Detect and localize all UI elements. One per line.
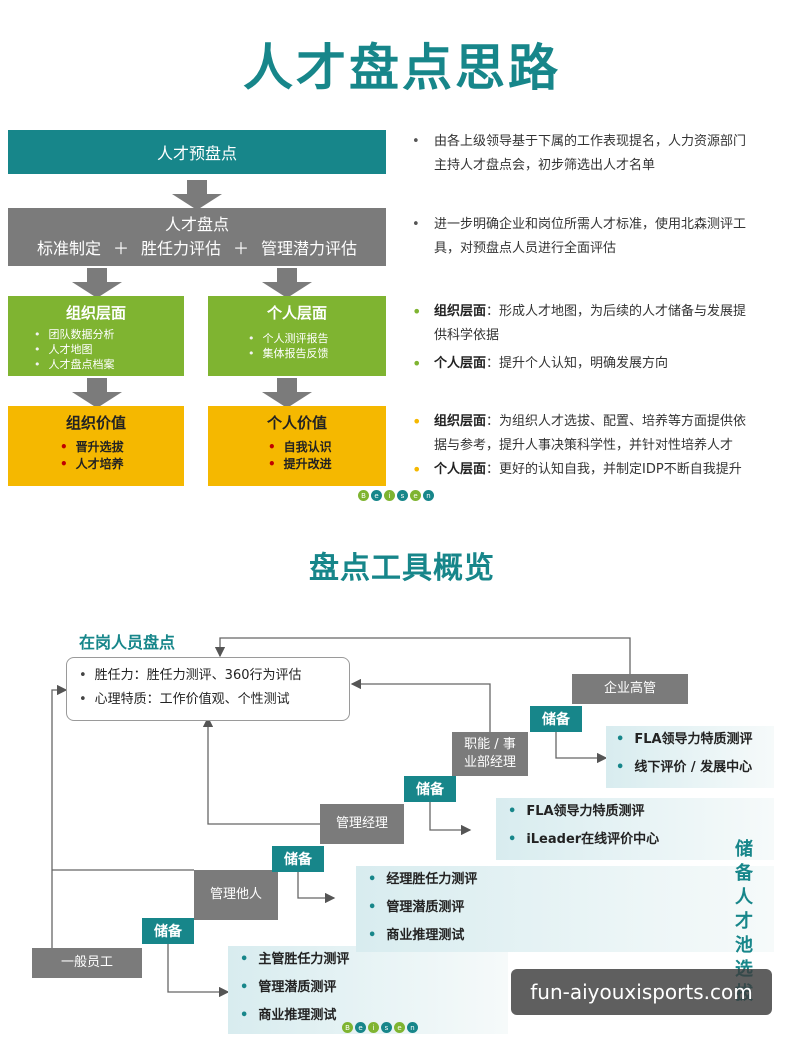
down-arrow-icon (172, 180, 222, 210)
inventory-eval-title: 人才盘点 (164, 215, 229, 234)
pre-inventory-bar: 人才预盘点 (8, 130, 386, 174)
list-item: FLA领导力特质测评 (508, 798, 762, 826)
list-item: 商业推理测试 (368, 922, 762, 950)
step-dept-manager: 职能 / 事 业部经理 (452, 732, 528, 776)
eval-item: 胜任力评估 (140, 239, 221, 258)
personal-value-box: 个人价值 自我认识 提升改进 (208, 406, 386, 486)
pre-inventory-label: 人才预盘点 (156, 144, 237, 163)
reserve-tag: 储备 (530, 706, 582, 732)
note-pre-inventory: •由各上级领导基于下属的工作表现提名，人力资源部门 主持人才盘点会，初步筛选出人… (408, 130, 793, 178)
list-item: 线下评价 / 发展中心 (616, 754, 762, 782)
org-layer-title: 组织层面 (65, 304, 126, 322)
org-layer-list: 团队数据分析 人才地图 人才盘点档案 (8, 327, 184, 372)
brand-dot: e (394, 1022, 405, 1033)
org-value-title: 组织价值 (65, 414, 126, 432)
bullet-icon: • (412, 354, 422, 373)
inventory-eval-items: 标准制定 ＋ 胜任力评估 ＋ 管理潜力评估 (37, 237, 357, 261)
org-value-box: 组织价值 晋升选拔 人才培养 (8, 406, 184, 486)
brand-dot: B (358, 490, 369, 501)
watermark-url[interactable]: fun-aiyouxisports.com (511, 969, 772, 1015)
tools-overview-title: 盘点工具概览 (309, 551, 495, 586)
brand-dot: e (410, 490, 421, 501)
step-executive: 企业高管 (572, 674, 688, 704)
down-arrow-icon (262, 378, 312, 408)
bullet-icon: • (412, 217, 420, 232)
org-value-list: 晋升选拔 人才培养 (8, 439, 184, 473)
org-layer-box: 组织层面 团队数据分析 人才地图 人才盘点档案 (8, 296, 184, 376)
list-item: 管理潜质测评 (240, 974, 496, 1002)
down-arrow-icon (72, 378, 122, 408)
brand-dot: s (397, 490, 408, 501)
step-general-employee: 一般员工 (32, 948, 142, 978)
tool-panel-general: 主管胜任力测评 管理潜质测评 商业推理测试 (228, 946, 508, 1034)
brand-dot: s (381, 1022, 392, 1033)
list-item: FLA领导力特质测评 (616, 726, 762, 754)
step-manager: 管理经理 (320, 804, 404, 844)
incumbent-assessment-box: 胜任力：胜任力测评、360行为评估 心理特质：工作价值观、个性测试 (66, 657, 350, 721)
list-item: 人才盘点档案 (34, 357, 184, 372)
personal-layer-list: 个人测评报告 集体报告反馈 (208, 331, 386, 361)
list-item: 集体报告反馈 (248, 346, 386, 361)
personal-value-title: 个人价值 (266, 414, 327, 432)
plus-sign: ＋ (112, 239, 129, 258)
bullet-icon: • (412, 460, 422, 479)
list-item: 团队数据分析 (34, 327, 184, 342)
step-manage-others: 管理他人 (194, 870, 278, 920)
note-values: •组织层面：为组织人才选拔、配置、培养等方面提供依 据与参考，提升人事决策科学性… (408, 410, 793, 482)
list-item: 提升改进 (268, 456, 386, 473)
bullet-icon: • (412, 134, 420, 149)
personal-layer-title: 个人层面 (266, 304, 327, 322)
list-item: 商业推理测试 (240, 1002, 496, 1030)
personal-value-list: 自我认识 提升改进 (208, 439, 386, 473)
list-item: 人才培养 (60, 456, 184, 473)
eval-item: 管理潜力评估 (261, 239, 358, 258)
eval-item: 标准制定 (36, 239, 101, 258)
list-item: 心理特质：工作价值观、个性测试 (79, 688, 337, 712)
reserve-tag: 储备 (142, 918, 194, 944)
inventory-eval-bar: 人才盘点 标准制定 ＋ 胜任力评估 ＋ 管理潜力评估 (8, 208, 386, 266)
brand-dot: e (355, 1022, 366, 1033)
brand-dot: n (423, 490, 434, 501)
list-item: 管理潜质测评 (368, 894, 762, 922)
note-inventory-eval: •进一步明确企业和岗位所需人才标准，使用北森测评工 具，对预盘点人员进行全面评估 (408, 213, 793, 261)
list-item: iLeader在线评价中心 (508, 826, 762, 854)
brand-dot: i (368, 1022, 379, 1033)
list-item: 胜任力：胜任力测评、360行为评估 (79, 664, 337, 688)
bullet-icon: • (412, 412, 422, 431)
list-item: 人才地图 (34, 342, 184, 357)
main-title: 人才盘点思路 (243, 39, 561, 97)
down-arrow-icon (262, 268, 312, 298)
brand-dot: i (384, 490, 395, 501)
brand-dot: e (371, 490, 382, 501)
plus-sign: ＋ (233, 239, 250, 258)
list-item: 自我认识 (268, 439, 386, 456)
list-item: 晋升选拔 (60, 439, 184, 456)
list-item: 主管胜任力测评 (240, 946, 496, 974)
tool-panel-manage-others: 经理胜任力测评 管理潜质测评 商业推理测试 (356, 866, 774, 952)
personal-layer-box: 个人层面 个人测评报告 集体报告反馈 (208, 296, 386, 376)
brand-dot: n (407, 1022, 418, 1033)
bullet-icon: • (412, 302, 422, 321)
brand-dot: B (342, 1022, 353, 1033)
reserve-tag: 储备 (404, 776, 456, 802)
tool-panel-manager: FLA领导力特质测评 iLeader在线评价中心 (496, 798, 774, 860)
incumbent-inventory-label: 在岗人员盘点 (79, 633, 176, 652)
down-arrow-icon (72, 268, 122, 298)
note-layers: •组织层面：形成人才地图，为后续的人才储备与发展提 供科学依据 •个人层面：提升… (408, 300, 793, 376)
list-item: 个人测评报告 (248, 331, 386, 346)
reserve-tag: 储备 (272, 846, 324, 872)
list-item: 经理胜任力测评 (368, 866, 762, 894)
tool-panel-dept-manager: FLA领导力特质测评 线下评价 / 发展中心 (606, 726, 774, 788)
